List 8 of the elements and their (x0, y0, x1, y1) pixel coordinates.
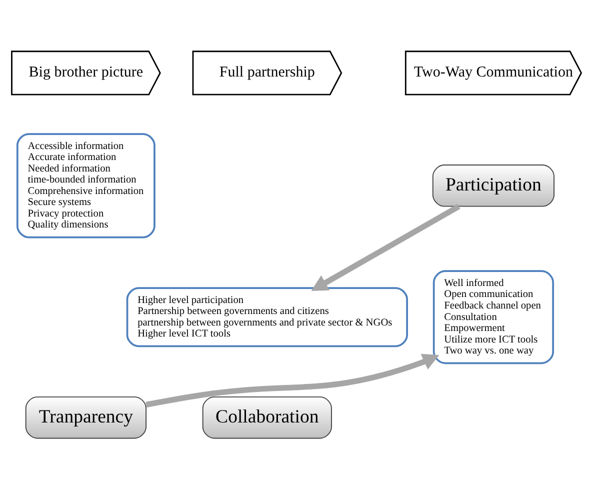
arrow (146, 354, 440, 408)
arrow (311, 204, 460, 291)
node-box: Well informed Open communication Feedback channel open Consultation Empowerment Utilize more ICT tools Two way vs. one way (432, 270, 554, 364)
node-box: Tranparency (25, 396, 146, 439)
node-box: Collaboration (202, 396, 332, 439)
node-box: Higher level participation Partnership between governments and citizens partnership between governments and private sector & NGOs Higher level ICT tools (126, 287, 408, 348)
node-box: Accessible information Accurate information Needed information time-bounded information Comprehensive information Secure systems Privacy protection Quality dimensions (16, 133, 156, 238)
node-box: Participation (432, 164, 554, 207)
